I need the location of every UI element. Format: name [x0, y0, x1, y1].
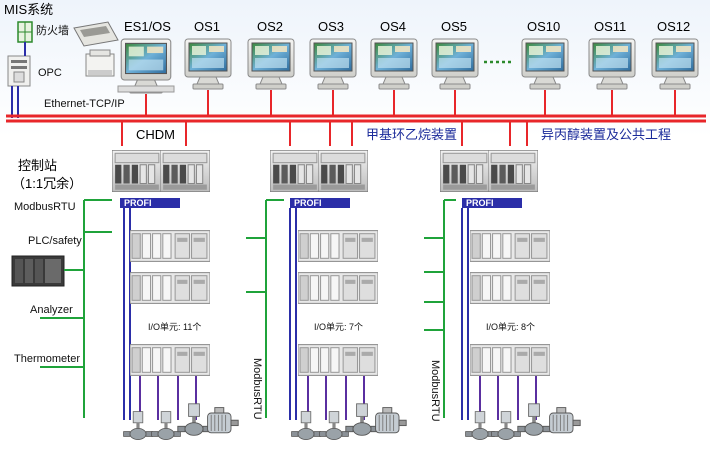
svg-text:PROFI: PROFI: [294, 198, 322, 208]
chdm-label: CHDM: [136, 127, 175, 142]
control-group-3: PROFI ModbusRTU I/O单元: 8个: [424, 150, 581, 441]
area-link: [289, 121, 331, 146]
io-rack: [130, 272, 210, 304]
motor-icon: [375, 407, 407, 434]
control-group-1: PROFI I/O单元: 11个: [112, 150, 239, 441]
station-label: OS12: [657, 19, 690, 34]
monitor-icon: [431, 38, 479, 90]
printer-icon: [73, 21, 119, 47]
opc-label: OPC: [38, 67, 62, 79]
motor-icon: [549, 407, 581, 434]
station-label: ES1/OS: [124, 19, 171, 34]
profibus-badge: PROFI: [462, 198, 522, 208]
valve-icon: [151, 411, 181, 441]
io-rack: [298, 272, 378, 304]
io-rack: [470, 230, 550, 262]
io-rack: [470, 344, 550, 376]
mis-system-label: MIS系统: [4, 2, 53, 17]
monitor-icon: [521, 38, 569, 90]
station-drop-lines: [145, 90, 676, 116]
plc-safety-label: PLC/safety: [28, 235, 82, 247]
modbus-label: ModbusRTU: [14, 201, 76, 213]
controller-label: 控制站: [18, 158, 57, 173]
motor-icon: [207, 407, 239, 434]
io-unit-label: I/O单元: 8个: [486, 321, 535, 332]
opc-server-icon: [7, 55, 31, 87]
analyzer-label: Analyzer: [30, 304, 73, 316]
monitor-icon: [370, 38, 418, 90]
redundancy-label: （1:1冗余）: [12, 176, 82, 191]
io-unit-label: I/O单元: 11个: [148, 321, 201, 332]
controller-rack: [440, 150, 490, 192]
monitor-icon: [651, 38, 699, 90]
station-label: OS5: [441, 19, 467, 34]
io-rack: [130, 230, 210, 262]
valve-icon: [319, 411, 349, 441]
station-label: OS3: [318, 19, 344, 34]
modbus-trunk: [40, 199, 112, 418]
modbus-vertical-label: ModbusRTU: [251, 358, 263, 420]
valve-icon: [491, 411, 521, 441]
monitor-icon: [120, 38, 172, 94]
controller-rack: [488, 150, 538, 192]
modbus-vertical-label: ModbusRTU: [429, 360, 441, 422]
io-rack: [470, 272, 550, 304]
station-label: OS2: [257, 19, 283, 34]
plc-device-icon: [11, 255, 65, 287]
profibus-badge: PROFI: [120, 198, 180, 208]
station-label: OS4: [380, 19, 406, 34]
controller-rack: [270, 150, 320, 192]
laser-printer-icon: [85, 49, 115, 77]
station-label: OS11: [594, 19, 626, 34]
firewall-icon: [17, 21, 33, 43]
monitor-icon: [588, 38, 636, 90]
io-rack: [130, 344, 210, 376]
control-valve-icon: [177, 403, 211, 436]
thermometer-label: Thermometer: [14, 353, 80, 365]
station-label: OS1: [194, 19, 220, 34]
area-link: [461, 121, 511, 146]
control-group-2: PROFI ModbusRTU I/O单元: 7个: [246, 150, 407, 441]
io-rack: [298, 344, 378, 376]
controller-rack: [318, 150, 368, 192]
firewall-label: 防火墙: [36, 23, 69, 37]
monitor-icon: [309, 38, 357, 90]
monitor-icon: [184, 38, 232, 90]
station-label: OS10: [527, 19, 560, 34]
profibus-badge: PROFI: [290, 198, 350, 208]
io-rack: [298, 230, 378, 262]
valve-icon: [465, 411, 495, 441]
area-label-methylcyclohexane: 甲基环乙烷装置: [366, 127, 457, 142]
monitor-icon: [247, 38, 295, 90]
control-valve-icon: [517, 403, 551, 436]
chdm-link: [121, 121, 187, 146]
valve-icon: [123, 411, 153, 441]
ethernet-label: Ethernet-TCP/IP: [44, 98, 125, 110]
control-valve-icon: [345, 403, 379, 436]
io-unit-label: I/O单元: 7个: [314, 321, 363, 332]
svg-text:PROFI: PROFI: [124, 198, 152, 208]
controller-rack: [112, 150, 162, 192]
keyboard-icon: [117, 85, 175, 93]
area-label-isopropanol: 异丙醇装置及公共工程: [541, 127, 671, 142]
controller-rack: [160, 150, 210, 192]
svg-text:PROFI: PROFI: [466, 198, 494, 208]
